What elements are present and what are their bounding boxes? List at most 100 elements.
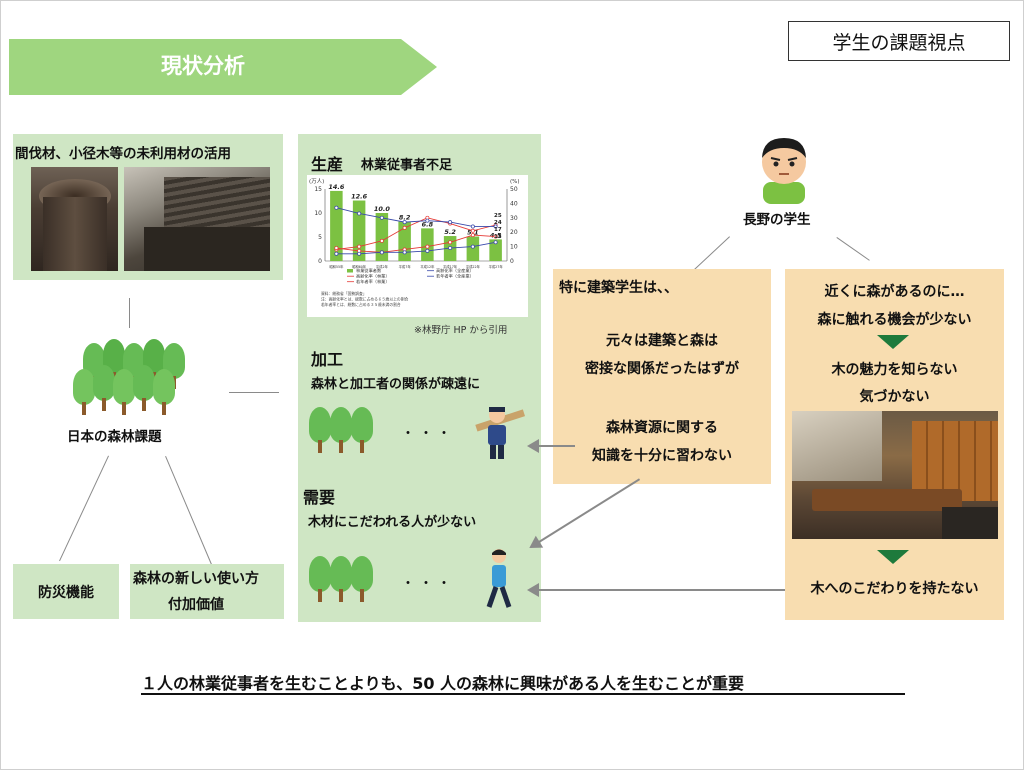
chart-point [402, 250, 407, 255]
chart-note: 資料：総務省「国勢調査」 [321, 291, 367, 296]
chart-point [379, 215, 384, 220]
chart-point [357, 244, 362, 249]
down-arrow-icon [877, 550, 909, 564]
log-photo [31, 167, 118, 271]
y-tick-label: 10 [314, 210, 322, 217]
walking-person-icon [486, 549, 512, 608]
ellipsis: ・・・ [401, 576, 455, 592]
chart-canvas: (万人)(%)05101501020304050昭和55年昭和60年平成2年平成… [309, 178, 520, 307]
conclusion-text: １人の林業従事者を生むことよりも、50 人の森林に興味がある人を生むことが重要 [141, 674, 745, 693]
y2-tick-label: 20 [510, 229, 518, 236]
connector-line [129, 298, 130, 328]
bar-data-label: 8.2 [399, 214, 411, 222]
new-use-box: 森林の新しい使い方 付加価値 [130, 564, 284, 619]
wood-pile-photo [124, 167, 270, 271]
chart-point [470, 233, 475, 238]
chart-bar [466, 236, 480, 261]
chart-note: 若年者率とは、総数に占める３５歳未満の割合 [321, 302, 401, 307]
bar-data-label: 6.8 [422, 220, 434, 228]
y2-tick-label: 30 [510, 215, 518, 222]
chart-point [425, 248, 430, 253]
bar-data-label: 12.6 [351, 193, 368, 201]
architecture-line2: 元々は建築と森は [606, 333, 718, 349]
disaster-prevention-box: 防災機能 [13, 564, 119, 619]
chart-point [470, 224, 475, 229]
chart-note: 注：高齢化率とは、総数に占める６５歳以上の割合 [321, 297, 409, 302]
bar-data-label: 10.0 [374, 205, 391, 213]
chart-bar [489, 239, 502, 261]
x-tick-label: 平成2年 [376, 264, 389, 269]
chart-point [334, 205, 339, 210]
demand-subtitle: 木材にこだわれる人が少ない [308, 515, 477, 530]
section-title: 現状分析 [161, 54, 245, 78]
forest-line2: 森に触れる機会が少ない [817, 312, 972, 328]
chart-point [470, 244, 475, 249]
forest-cluster-icon [71, 339, 191, 429]
chart-point [357, 211, 362, 216]
conclusion-underline [141, 693, 905, 695]
arrow-from-forest-box [527, 583, 785, 597]
forest-line5: 木へのこだわりを持たない [810, 581, 979, 597]
processing-title: 加工 [311, 350, 344, 369]
student-label: 長野の学生 [743, 212, 811, 228]
unused-timber-panel: 間伐材、小径木等の未利用材の活用 [13, 134, 283, 280]
chart-point [448, 220, 453, 225]
legend-label: 若年者率（林業） [356, 278, 390, 285]
chart-point [493, 240, 498, 245]
chart-bar [375, 213, 389, 261]
x-tick-label: 平成27年 [489, 264, 504, 269]
chart-credit: ※林野庁 HP から引用 [414, 325, 508, 336]
legend-swatch [347, 269, 353, 273]
y-tick-label: 0 [318, 258, 322, 265]
unused-timber-label: 間伐材、小径木等の未利用材の活用 [15, 146, 231, 162]
new-use-label: 森林の新しい使い方 [133, 571, 259, 587]
legend-label: 高齢化率（林業） [356, 273, 390, 280]
y-tick-label: 5 [318, 234, 322, 241]
x-tick-label: 昭和60年 [352, 264, 367, 269]
wooden-interior-photo [792, 411, 998, 539]
series-end-label: 24 [494, 220, 502, 226]
architecture-students-box: 特に建築学生は、、 元々は建築と森は 密接な関係だったはずが 森林資源に関する … [553, 269, 771, 484]
added-value-label: 付加価値 [168, 597, 224, 613]
disaster-prevention-label: 防災機能 [38, 584, 94, 601]
x-tick-label: 平成7年 [399, 264, 412, 269]
chart-point [425, 244, 430, 249]
arrow-to-demand [530, 478, 641, 548]
legend-label: 高齢化率（全産業） [436, 267, 474, 274]
y2-unit-label: (%) [510, 179, 520, 185]
connector-line [165, 456, 214, 569]
y-unit-label: (万人) [309, 178, 324, 185]
arrow-to-processing [527, 439, 575, 453]
chart-point [402, 220, 407, 225]
series-end-label: 25 [494, 213, 502, 219]
down-arrow-icon [877, 335, 909, 349]
y2-tick-label: 40 [510, 200, 518, 207]
connector-line [229, 392, 279, 393]
trees-icon [309, 556, 373, 606]
series-end-label: 17 [494, 227, 502, 233]
y2-tick-label: 0 [510, 258, 514, 265]
chart-point [448, 240, 453, 245]
demand-title: 需要 [303, 488, 336, 507]
chart-point [493, 234, 498, 239]
connector-line [59, 455, 109, 562]
x-tick-label: 平成22年 [466, 264, 481, 269]
x-tick-label: 平成12年 [420, 264, 435, 269]
forest-line1: 近くに森があるのに… [824, 284, 965, 300]
chart-point [379, 238, 384, 243]
section-banner [9, 39, 437, 95]
architecture-line5: 知識を十分に習わない [592, 448, 732, 464]
x-tick-label: 昭和55年 [329, 264, 344, 269]
chart-series-line [336, 241, 496, 255]
architecture-line3: 密接な関係だったはずが [585, 361, 739, 377]
forest-nearby-box: 近くに森があるのに… 森に触れる機会が少ない 木の魅力を知らない 気づかない 木… [785, 269, 1004, 620]
chart-series-line [336, 217, 496, 250]
chart-point [334, 246, 339, 250]
chart-point [357, 251, 362, 256]
bar-data-label: 14.6 [328, 183, 345, 191]
processing-subtitle: 森林と加工者の関係が疎遠に [311, 377, 481, 392]
trees-icon [309, 407, 373, 457]
chart-point [379, 250, 384, 255]
